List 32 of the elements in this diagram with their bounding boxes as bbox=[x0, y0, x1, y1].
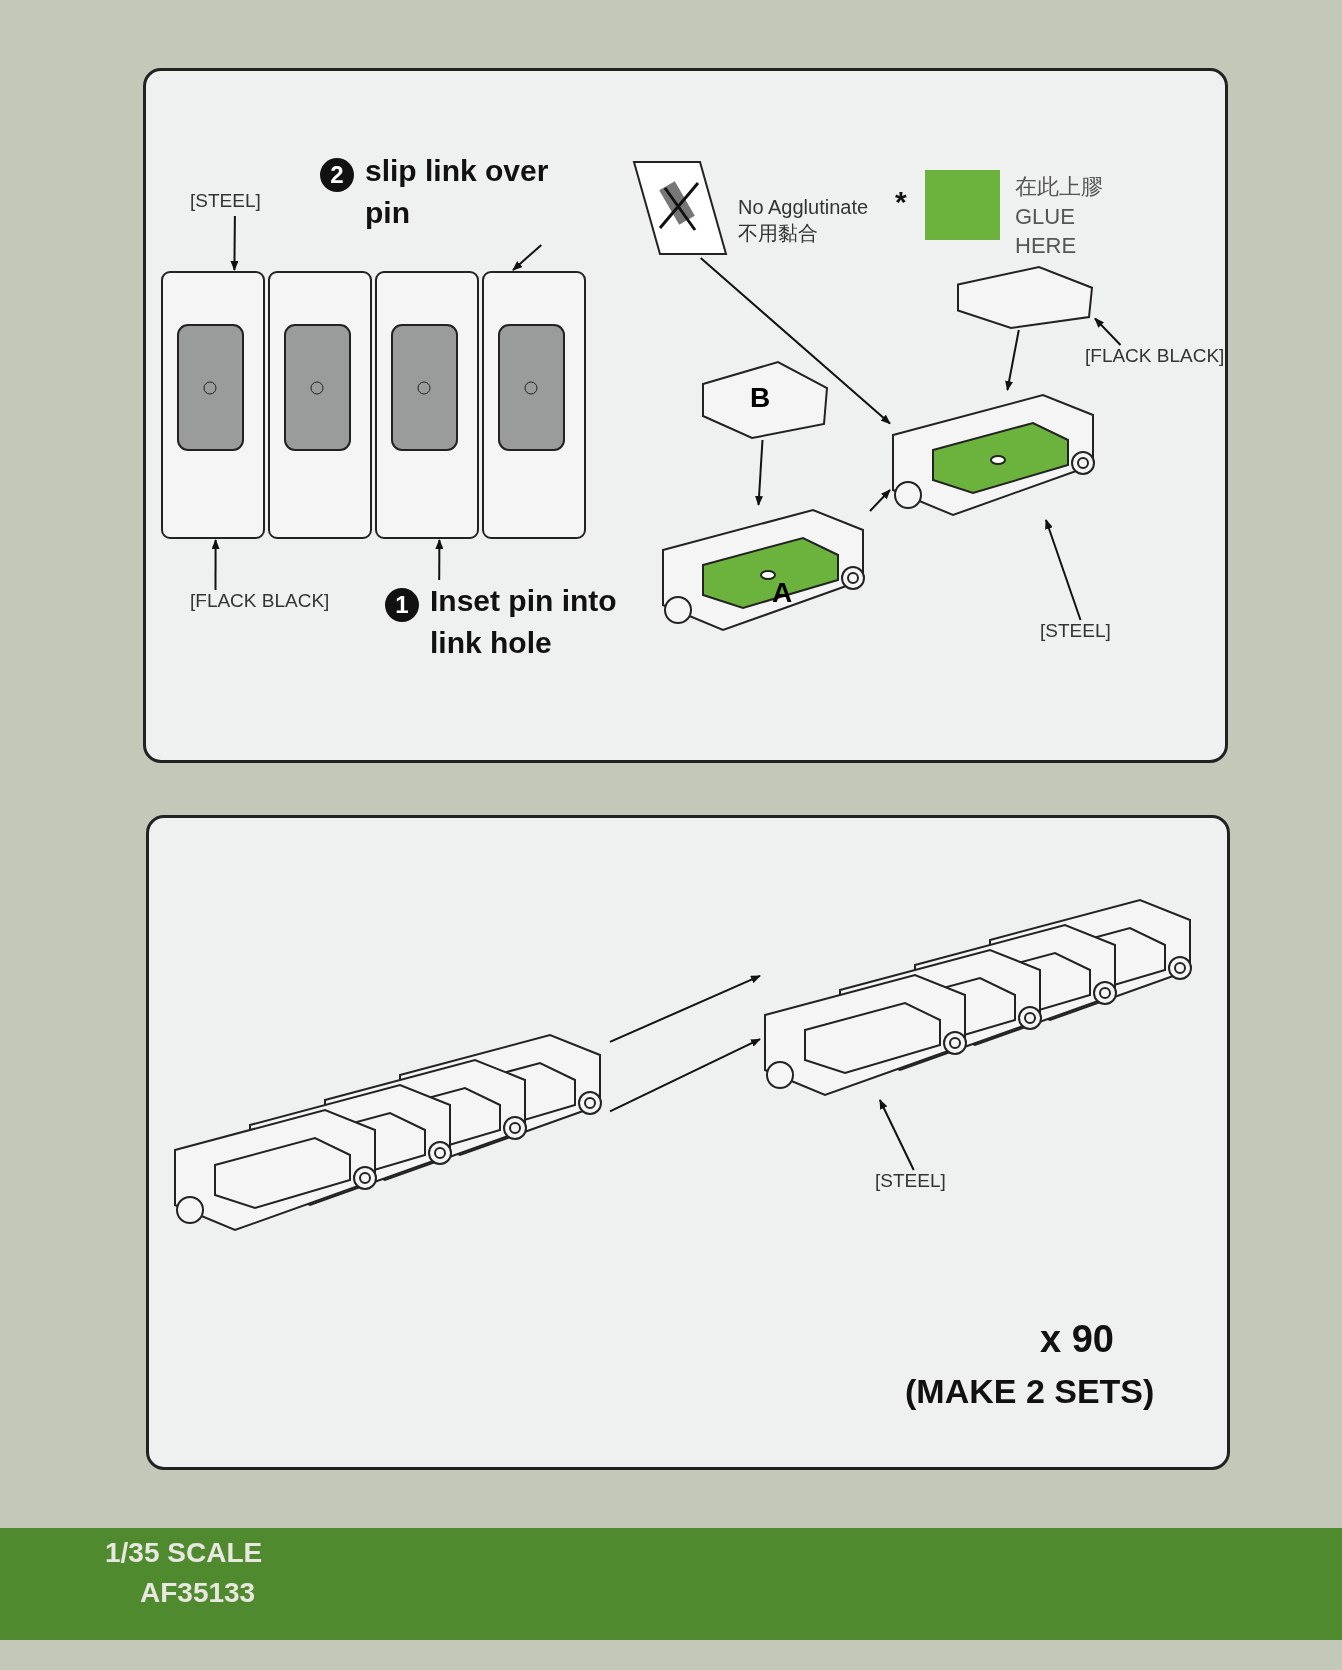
quantity-text: x 90 bbox=[1040, 1318, 1114, 1361]
callout-number: 2 bbox=[320, 158, 354, 192]
note-text: 不用黏合 bbox=[738, 221, 818, 246]
arrow bbox=[869, 489, 891, 512]
instruction-text: slip link over pin bbox=[365, 153, 550, 231]
part-letter: B bbox=[750, 382, 771, 414]
callout-number: 1 bbox=[385, 588, 419, 622]
arrow bbox=[1094, 317, 1122, 346]
part-label: [STEEL] bbox=[875, 1170, 965, 1196]
part-label: [FLACK BLACK] bbox=[190, 590, 360, 616]
quantity-note: (MAKE 2 SETS) bbox=[905, 1372, 1155, 1411]
instruction-panel bbox=[143, 68, 1228, 763]
arrow bbox=[211, 539, 220, 591]
arrow bbox=[1005, 329, 1020, 391]
arrow bbox=[699, 257, 891, 425]
arrow bbox=[512, 244, 543, 271]
arrow bbox=[878, 1099, 915, 1171]
arrow bbox=[230, 215, 239, 271]
legend-text: 在此上膠 GLUE HERE bbox=[1015, 173, 1104, 261]
instruction-panel bbox=[146, 815, 1230, 1470]
catalog-number: AF35133 bbox=[140, 1577, 256, 1609]
note-text: No Agglutinate bbox=[738, 196, 869, 219]
arrow bbox=[755, 439, 764, 506]
arrow bbox=[435, 539, 444, 581]
arrow bbox=[1045, 519, 1082, 621]
instruction-text: Inset pin into link hole bbox=[430, 583, 618, 661]
asterisk: * bbox=[895, 185, 907, 219]
arrow bbox=[609, 1038, 761, 1113]
part-label: [STEEL] bbox=[1040, 620, 1130, 646]
scale-text: 1/35 SCALE bbox=[105, 1537, 263, 1569]
arrow bbox=[609, 974, 761, 1043]
part-label: [STEEL] bbox=[190, 190, 280, 216]
